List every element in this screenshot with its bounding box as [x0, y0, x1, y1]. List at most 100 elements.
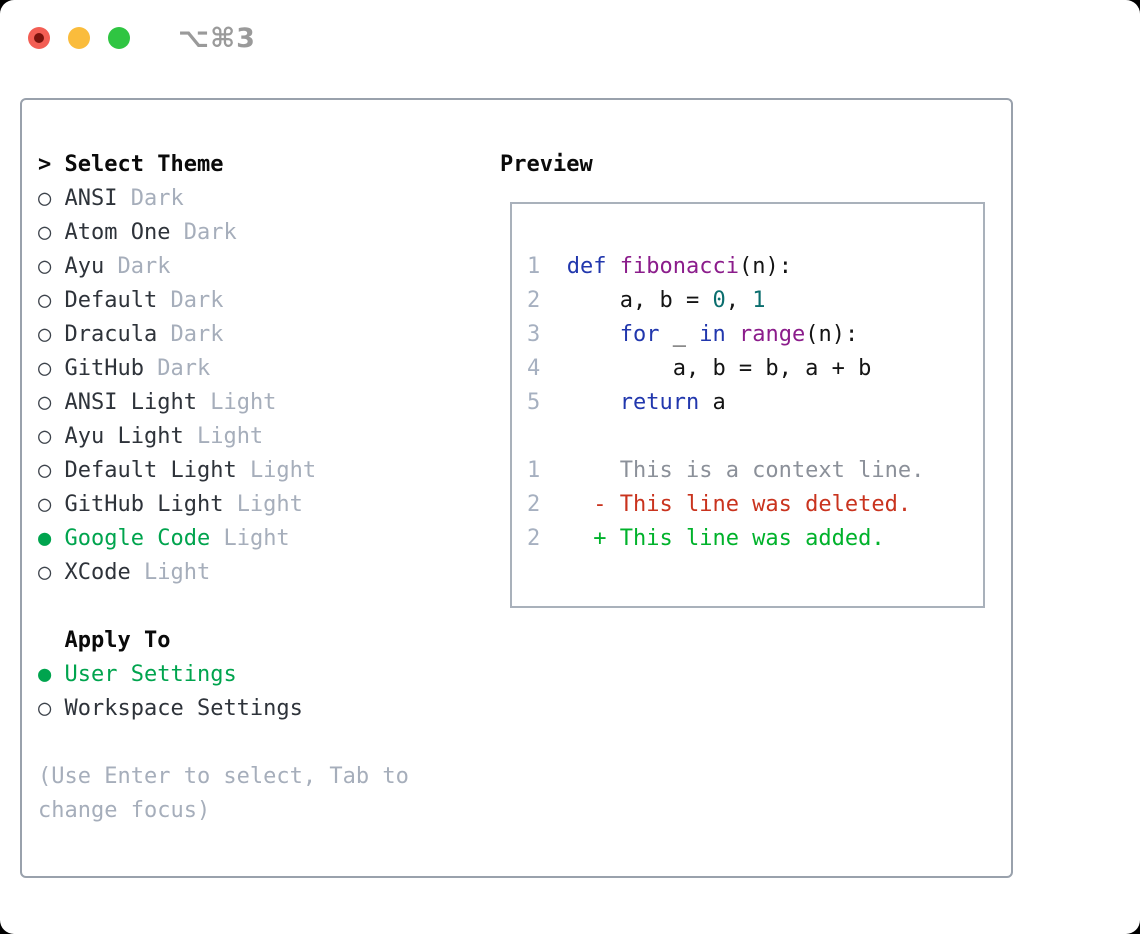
apply-to-item[interactable]: ● User Settings — [38, 658, 468, 692]
code-line: 3 for _ in range(n): — [527, 318, 983, 352]
code-segment: (n): — [805, 322, 859, 347]
theme-item[interactable]: ○ GitHub Light Light — [38, 488, 468, 522]
code-segment: _ — [659, 322, 700, 347]
cursor-icon: > — [38, 152, 65, 177]
theme-list: ○ ANSI Dark○ Atom One Dark○ Ayu Dark○ De… — [38, 182, 468, 590]
close-button[interactable] — [28, 27, 50, 49]
theme-item[interactable]: ○ ANSI Light Light — [38, 386, 468, 420]
theme-item[interactable]: ○ Ayu Dark — [38, 250, 468, 284]
radio-unselected-icon[interactable]: ○ — [38, 220, 65, 245]
theme-item[interactable]: ○ Dracula Dark — [38, 318, 468, 352]
radio-unselected-icon[interactable]: ○ — [38, 560, 65, 585]
code-segment: This is a context line. — [566, 458, 925, 483]
radio-unselected-icon[interactable]: ○ — [38, 390, 65, 415]
theme-name: Dracula — [64, 322, 171, 347]
theme-variant: Dark — [130, 186, 184, 211]
code-segment: - This line was deleted. — [566, 492, 912, 517]
theme-name: Atom One — [64, 220, 184, 245]
theme-item[interactable]: ● Google Code Light — [38, 522, 468, 556]
preview-column: Preview 1 def fibonacci(n):2 a, b = 0, 1… — [500, 148, 985, 608]
code-segment: + This line was added. — [566, 526, 885, 551]
code-line: 5 return a — [527, 386, 983, 420]
code-segment: in — [699, 322, 726, 347]
theme-name: ANSI Light — [64, 390, 211, 415]
theme-variant: Light — [143, 560, 211, 585]
theme-list-column: > Select Theme ○ ANSI Dark○ Atom One Dar… — [38, 148, 468, 828]
radio-unselected-icon[interactable]: ○ — [38, 356, 65, 381]
theme-item[interactable]: ○ ANSI Dark — [38, 182, 468, 216]
theme-name: XCode — [64, 560, 144, 585]
theme-variant: Light — [210, 390, 277, 415]
code-line: 2 a, b = 0, 1 — [527, 284, 983, 318]
select-theme-header: > Select Theme — [38, 152, 224, 177]
code-segment: 1 — [752, 288, 766, 313]
line-number: 2 — [527, 492, 567, 517]
apply-to-list: ● User Settings○ Workspace Settings — [38, 658, 468, 726]
apply-to-name: Workspace Settings — [64, 696, 303, 721]
code-segment: fibonacci — [619, 254, 739, 279]
theme-item[interactable]: ○ GitHub Dark — [38, 352, 468, 386]
theme-item[interactable]: ○ Ayu Light Light — [38, 420, 468, 454]
code-segment: , — [725, 288, 753, 313]
diff-line: 1 This is a context line. — [527, 454, 983, 488]
theme-variant: Dark — [117, 254, 171, 279]
theme-variant: Light — [236, 492, 303, 517]
radio-selected-icon[interactable]: ● — [38, 526, 65, 551]
theme-name: Default Light — [64, 458, 250, 483]
radio-selected-icon[interactable]: ● — [38, 662, 65, 687]
radio-unselected-icon[interactable]: ○ — [38, 492, 65, 517]
code-segment: a, b = b, a + b — [566, 356, 872, 381]
code-line: 1 def fibonacci(n): — [527, 250, 983, 284]
code-line: 4 a, b = b, a + b — [527, 352, 983, 386]
radio-unselected-icon[interactable]: ○ — [38, 322, 65, 347]
line-number: 5 — [527, 390, 567, 415]
theme-variant: Dark — [170, 322, 224, 347]
radio-unselected-icon[interactable]: ○ — [38, 186, 65, 211]
window-title: ⌥⌘3 — [178, 22, 256, 54]
code-segment: return — [619, 390, 700, 415]
theme-item[interactable]: ○ XCode Light — [38, 556, 468, 590]
apply-to-header: Apply To — [64, 628, 171, 653]
code-segment: a, b = — [566, 288, 713, 313]
theme-variant: Light — [249, 458, 317, 483]
maximize-button[interactable] — [108, 27, 130, 49]
code-segment: def — [566, 254, 620, 279]
line-number: 4 — [527, 356, 567, 381]
theme-name: GitHub — [64, 356, 158, 381]
apply-to-name: User Settings — [64, 662, 237, 687]
radio-unselected-icon[interactable]: ○ — [38, 424, 65, 449]
theme-item[interactable]: ○ Default Light Light — [38, 454, 468, 488]
theme-variant: Dark — [170, 288, 224, 313]
theme-name: GitHub Light — [64, 492, 237, 517]
radio-unselected-icon[interactable]: ○ — [38, 254, 65, 279]
apply-to-item[interactable]: ○ Workspace Settings — [38, 692, 468, 726]
radio-unselected-icon[interactable]: ○ — [38, 458, 65, 483]
line-number: 3 — [527, 322, 567, 347]
line-number: 1 — [527, 458, 567, 483]
line-number: 2 — [527, 288, 567, 313]
theme-variant: Dark — [157, 356, 211, 381]
radio-unselected-icon[interactable]: ○ — [38, 288, 65, 313]
theme-name: Ayu — [64, 254, 118, 279]
theme-name: Default — [64, 288, 171, 313]
help-text: (Use Enter to select, Tab to change focu… — [38, 764, 409, 823]
theme-name: Ayu Light — [64, 424, 197, 449]
theme-item[interactable]: ○ Atom One Dark — [38, 216, 468, 250]
titlebar: ⌥⌘3 — [28, 23, 256, 54]
code-segment: range — [738, 322, 806, 347]
code-segment — [726, 322, 739, 347]
line-number: 1 — [527, 254, 567, 279]
theme-variant: Light — [196, 424, 264, 449]
code-segment: (n): — [738, 254, 792, 279]
minimize-button[interactable] — [68, 27, 90, 49]
code-segment: for — [619, 322, 660, 347]
diff-line: 2 - This line was deleted. — [527, 488, 983, 522]
theme-name: ANSI — [64, 186, 131, 211]
theme-variant: Dark — [183, 220, 237, 245]
radio-unselected-icon[interactable]: ○ — [38, 696, 65, 721]
theme-item[interactable]: ○ Default Dark — [38, 284, 468, 318]
preview-header: Preview — [500, 152, 593, 177]
